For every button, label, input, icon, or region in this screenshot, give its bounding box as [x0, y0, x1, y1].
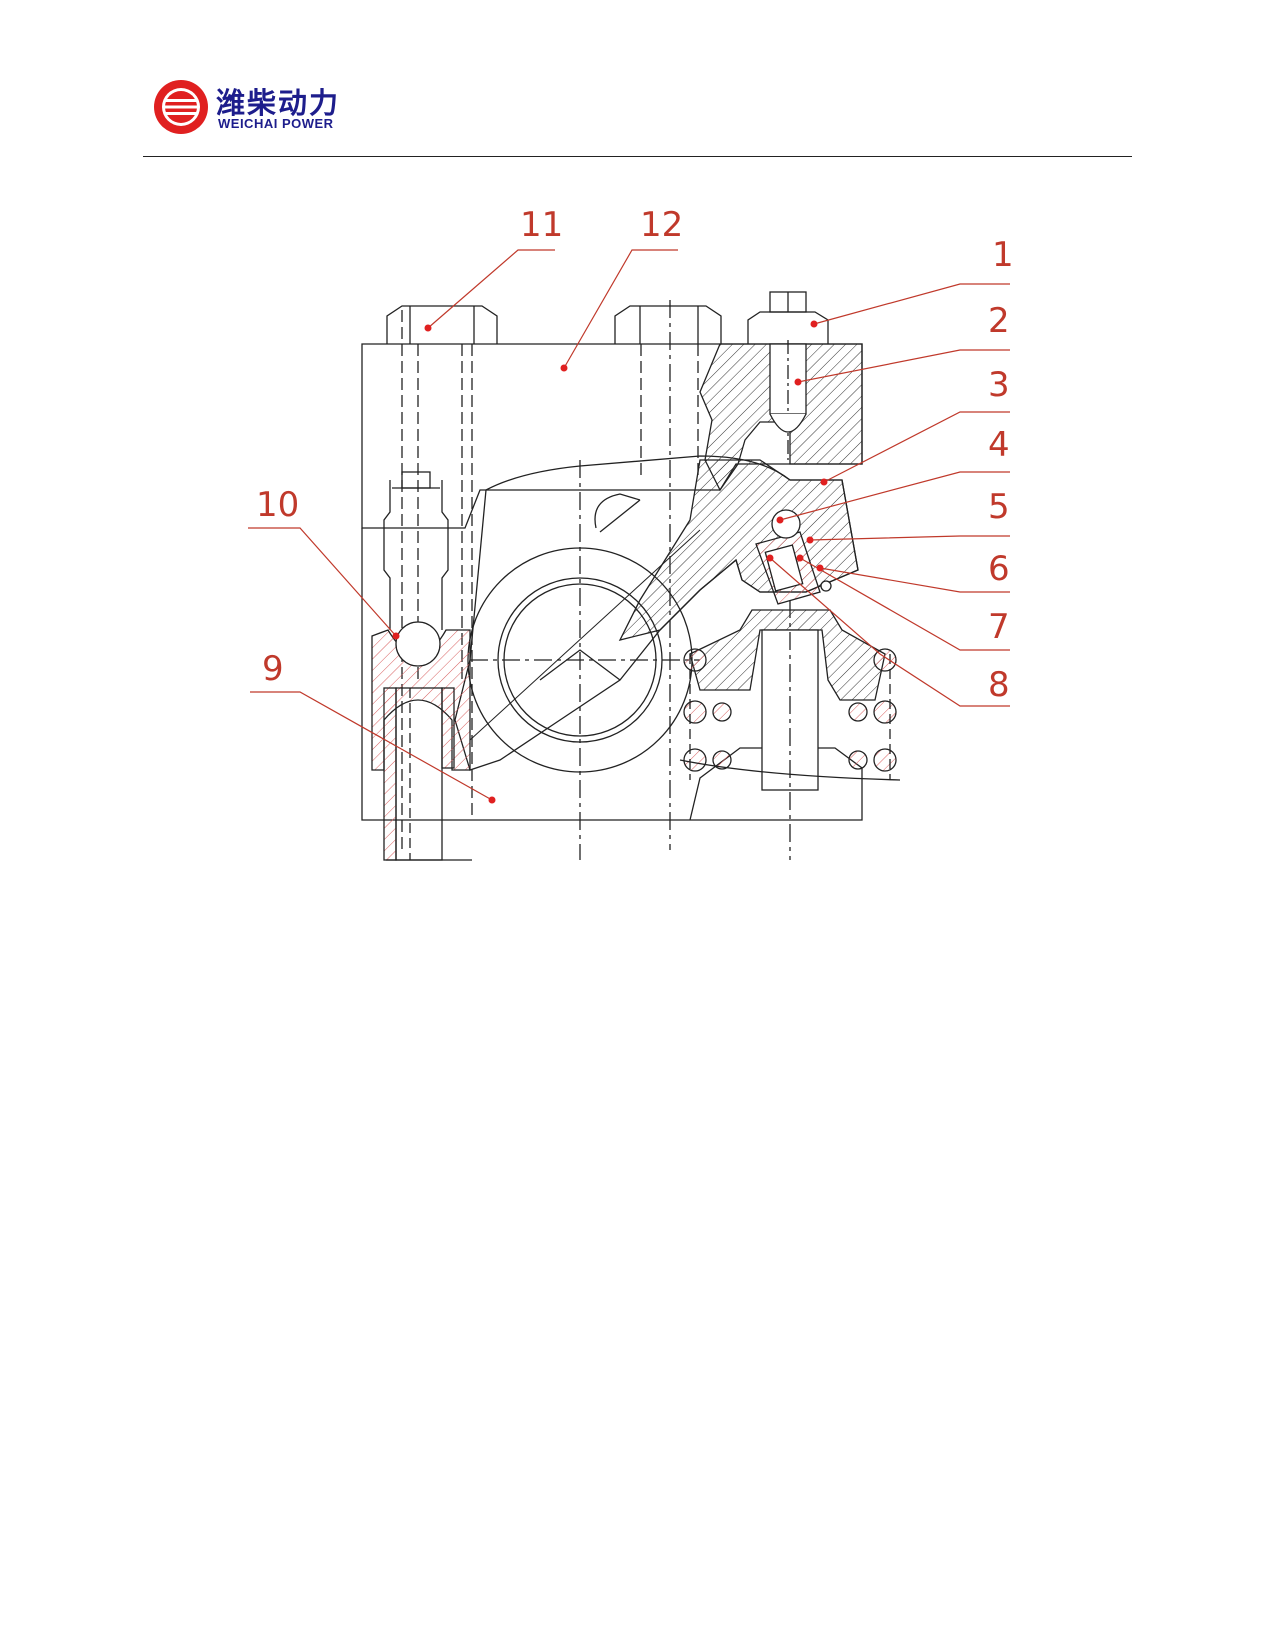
callout-2: 2: [988, 301, 1010, 341]
callout-labels: 1 2 3 4 5 6 7 8 9 10 11 12: [256, 205, 1014, 705]
bolt-head-middle: [614, 305, 722, 344]
drawing-geometry: [361, 291, 901, 861]
support-base: [361, 528, 863, 821]
callout-points: [392, 320, 828, 804]
weichai-logo-icon: [154, 80, 208, 134]
rocker-arm-section: [618, 459, 859, 641]
rocker-arm-assembly-diagram: 1 2 3 4 5 6 7 8 9 10 11 12: [0, 160, 1275, 920]
brand-logo: 潍柴动力 WEICHAI POWER: [152, 78, 382, 138]
page-header: 潍柴动力 WEICHAI POWER: [0, 0, 1275, 160]
callout-11: 11: [520, 205, 563, 245]
pushrod-adjusting-screw: [383, 480, 391, 630]
callout-7: 7: [988, 607, 1010, 647]
brand-name-cn: 潍柴动力: [216, 86, 341, 120]
bolt-head-left: [386, 305, 498, 344]
valve-spring-retainer: [689, 609, 886, 701]
callout-10: 10: [256, 485, 299, 525]
callout-12: 12: [640, 205, 683, 245]
callout-3: 3: [988, 365, 1010, 405]
callout-5: 5: [988, 487, 1010, 527]
callout-9: 9: [262, 649, 284, 689]
callout-4: 4: [988, 425, 1010, 465]
adjusting-nut: [747, 311, 829, 344]
callout-leaders: [248, 249, 1010, 801]
callout-6: 6: [988, 549, 1010, 589]
callout-1: 1: [992, 235, 1014, 275]
header-divider: [143, 156, 1132, 157]
callout-8: 8: [988, 665, 1010, 705]
brand-name-en: WEICHAI POWER: [218, 116, 334, 131]
pushrod-tube: [395, 687, 443, 861]
adjuster-ball: [771, 509, 801, 539]
